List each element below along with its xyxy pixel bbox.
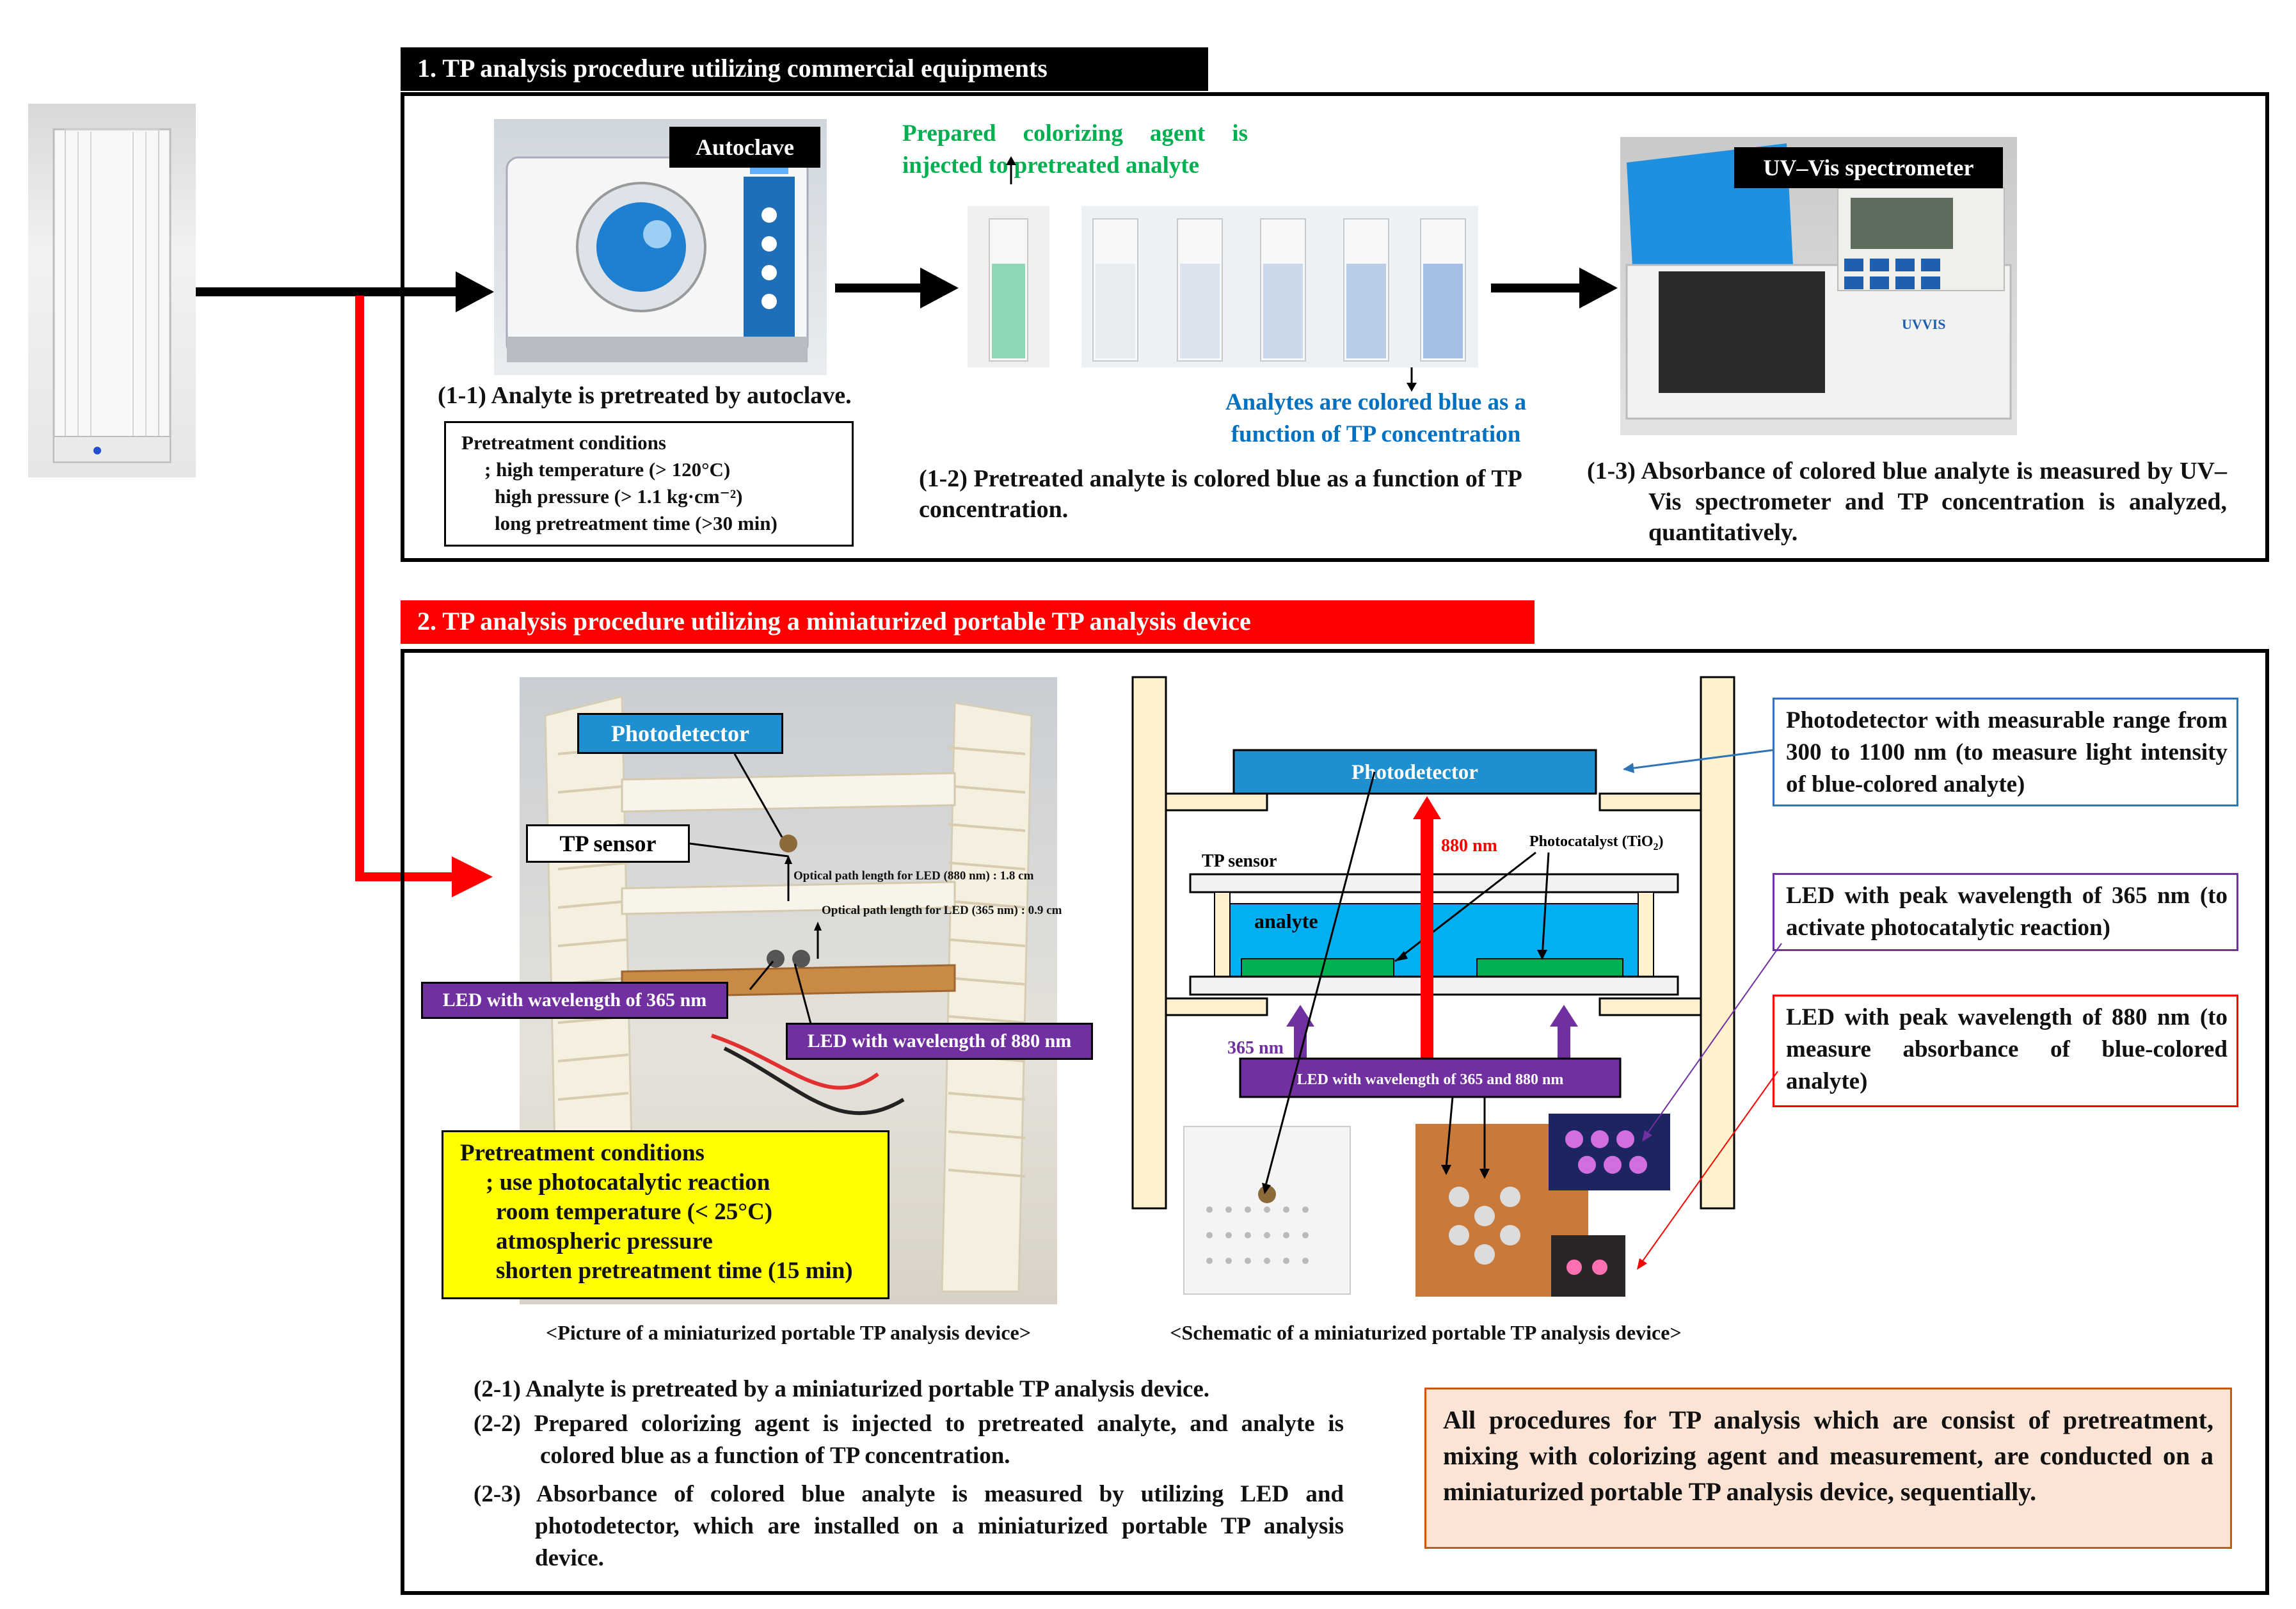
section2-pretreat-line-2: room temperature (< 25°C) [496,1199,773,1225]
device-led880-label: LED with wavelength of 880 nm [786,1023,1093,1060]
uvvis-illustration: UVVIS [1625,143,2012,420]
section1-pretreat-line-3: long pretreatment time (>30 min) [495,512,777,534]
uvvis-brand: UVVIS [1902,316,1945,332]
cuvette-photo [28,104,196,477]
vial-illustration [989,218,1028,362]
frame-left-post [1131,676,1167,1210]
schematic-led-bar-label: LED with wavelength of 365 and 880 nm [1297,1071,1564,1088]
section2-pretreat-line-1: ; use photocatalytic reaction [486,1169,770,1196]
schematic: Photodetector TP sensor analyte Photocat… [1131,676,1735,1297]
photocatalyst-right [1476,958,1623,977]
autoclave-illustration [506,156,809,362]
colorizing-arrow [1006,156,1016,184]
section1-pretreat-title: Pretreatment conditions [461,431,666,454]
step-2-1: (2-1) Analyte is pretreated by a miniatu… [474,1376,1210,1402]
section1-panel [401,92,2269,562]
section1-pretreat-line-2: high pressure (> 1.1 kg·cm⁻²) [495,485,743,508]
section2-pretreat-line-4: shorten pretreatment time (15 min) [496,1258,853,1284]
cuvette-illustration [52,128,171,463]
autoclave-label: Autoclave [669,127,820,168]
inset-uv-leds [1549,1114,1670,1190]
colorizing-note: Prepared colorizing agent is injected to… [902,120,1248,179]
schematic-analyte-label: analyte [1254,909,1318,933]
callout-photodetector: Photodetector with measurable range from… [1773,698,2238,806]
schematic-880nm: 880 nm [1441,836,1497,856]
step-1-3: (1-3) Absorbance of colored blue analyte… [1587,458,2227,546]
section1-pretreat-box: Pretreatment conditions ; high temperatu… [444,421,854,547]
schematic-photodetector [1232,749,1597,795]
blue-vials-photo [1081,206,1478,367]
autoclave-photo [494,119,827,375]
uvvis-label: UV–Vis spectrometer [1734,147,2003,188]
colorized-vial-photo [968,206,1049,367]
blue-note-arrow [1407,367,1417,392]
vials-row-illustration [1092,218,1466,362]
section2-pretreat-line-3: atmospheric pressure [496,1228,713,1254]
section2-header: 2. TP analysis procedure utilizing a min… [401,600,1535,644]
schematic-365nm: 365 nm [1227,1038,1284,1058]
optical-365-label: Optical path length for LED (365 nm) : 0… [822,904,1062,917]
step-2-3: (2-3) Absorbance of colored blue analyte… [474,1481,1344,1571]
section2-pretreat-box: Pretreatment conditions ; use photocatal… [442,1130,889,1299]
photocatalyst-end: ) [1659,833,1664,850]
photocatalyst-sub: 2 [1654,842,1659,853]
blue-note: Analytes are colored blue as a function … [1225,389,1527,447]
picture-caption: <Picture of a miniaturized portable TP a… [546,1321,1031,1344]
schematic-tp-sensor-label: TP sensor [1202,851,1277,871]
device-tp-sensor-label: TP sensor [526,824,690,863]
optical-880-label: Optical path length for LED (880 nm) : 1… [793,869,1034,883]
photocatalyst-left [1241,958,1394,977]
section1-pretreat-line-1: ; high temperature (> 120°C) [484,458,731,481]
section1-header: 1. TP analysis procedure utilizing comme… [401,47,1208,91]
device-led365-label: LED with wavelength of 365 nm [421,982,728,1019]
uvvis-photo: UVVIS [1620,137,2017,435]
step-1-2: (1-2) Pretreated analyte is colored blue… [919,465,1521,523]
schematic-caption: <Schematic of a miniaturized portable TP… [1170,1321,1682,1344]
callout-led365: LED with peak wavelength of 365 nm (to a… [1773,873,2238,951]
summary-box: All procedures for TP analysis which are… [1424,1388,2232,1549]
photocatalyst-label: Photocatalyst (TiO [1529,833,1654,850]
device-photodetector-label: Photodetector [577,713,783,754]
section2-panel [401,649,2269,1595]
section2-pretreat-title: Pretreatment conditions [460,1140,705,1166]
step-1-1: (1-1) Analyte is pretreated by autoclave… [438,382,852,409]
svg-text:Photocatalyst (TiO2): Photocatalyst (TiO2) [1529,833,1664,853]
inset-ir-leds [1551,1235,1625,1297]
frame-right-post [1700,676,1735,1210]
callout-led880: LED with peak wavelength of 880 nm (to m… [1773,995,2238,1107]
step-2-2: (2-2) Prepared colorizing agent is injec… [474,1411,1344,1469]
schematic-led-bar [1239,1057,1622,1098]
